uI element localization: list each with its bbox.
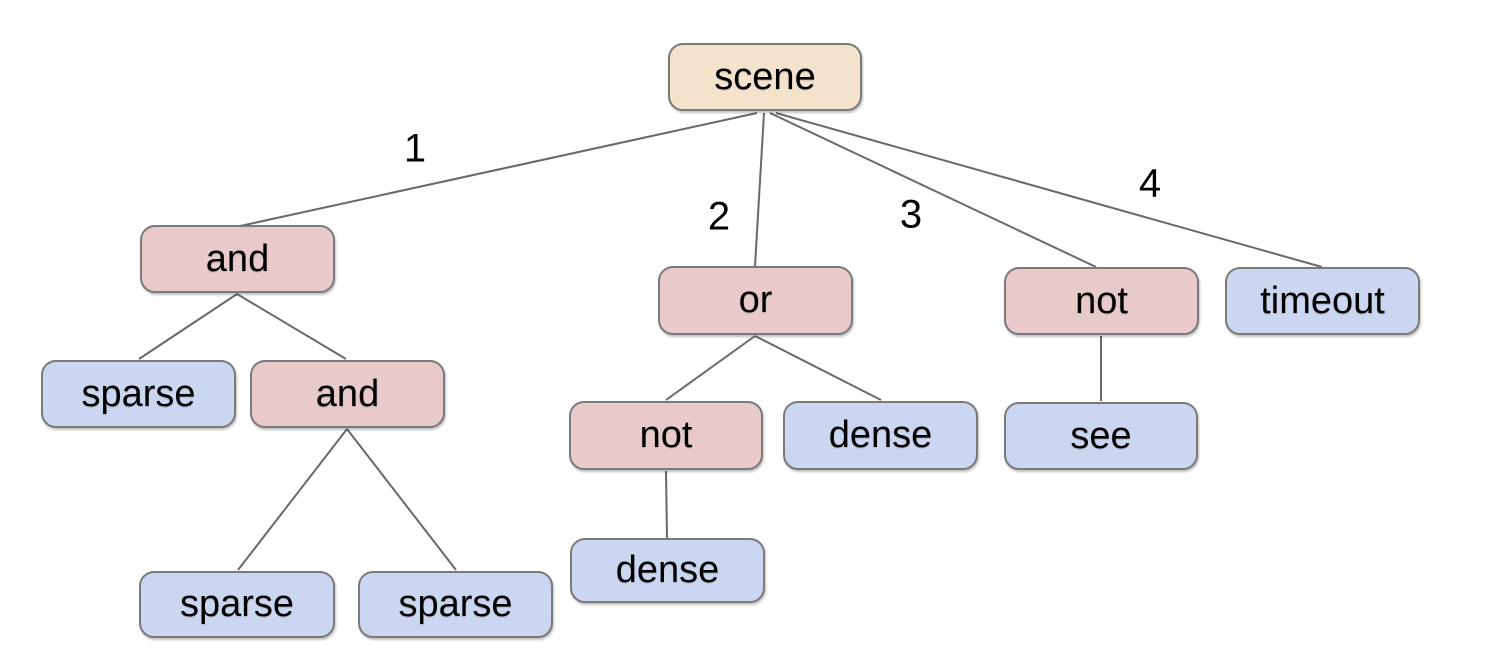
node-and-nested: and [250, 360, 445, 428]
node-dense-mid: dense [783, 401, 978, 470]
node-see: see [1004, 402, 1198, 470]
edge-label-4: 4 [1138, 161, 1162, 206]
edge-label-1: 1 [403, 126, 427, 171]
node-scene: scene [668, 43, 862, 111]
node-timeout: timeout [1225, 267, 1420, 335]
edge-label-2: 2 [707, 194, 731, 239]
edge-scene-or [754, 112, 765, 267]
node-or: or [658, 266, 853, 335]
edge-or-densea [754, 335, 882, 401]
node-sparse-bottom-left: sparse [139, 571, 335, 638]
edge-or-not2 [665, 335, 756, 401]
edge-scene-and1 [239, 112, 758, 227]
edge-scene-timeout [775, 112, 1323, 268]
edge-and2-sparseb [237, 428, 348, 571]
node-sparse-bottom-right: sparse [358, 571, 553, 638]
node-not-top: not [1004, 267, 1199, 335]
edge-and1-sparsea [138, 293, 238, 360]
edge-and2-sparsec [346, 428, 457, 571]
edge-scene-not3 [769, 112, 1097, 268]
node-and-1: and [140, 225, 335, 293]
edge-not2-denseb [665, 470, 668, 539]
edge-label-3: 3 [899, 192, 923, 237]
node-dense-bottom: dense [570, 538, 765, 603]
node-not-mid: not [569, 401, 763, 470]
node-sparse-left: sparse [41, 360, 236, 428]
edge-and1-and2 [236, 293, 347, 360]
